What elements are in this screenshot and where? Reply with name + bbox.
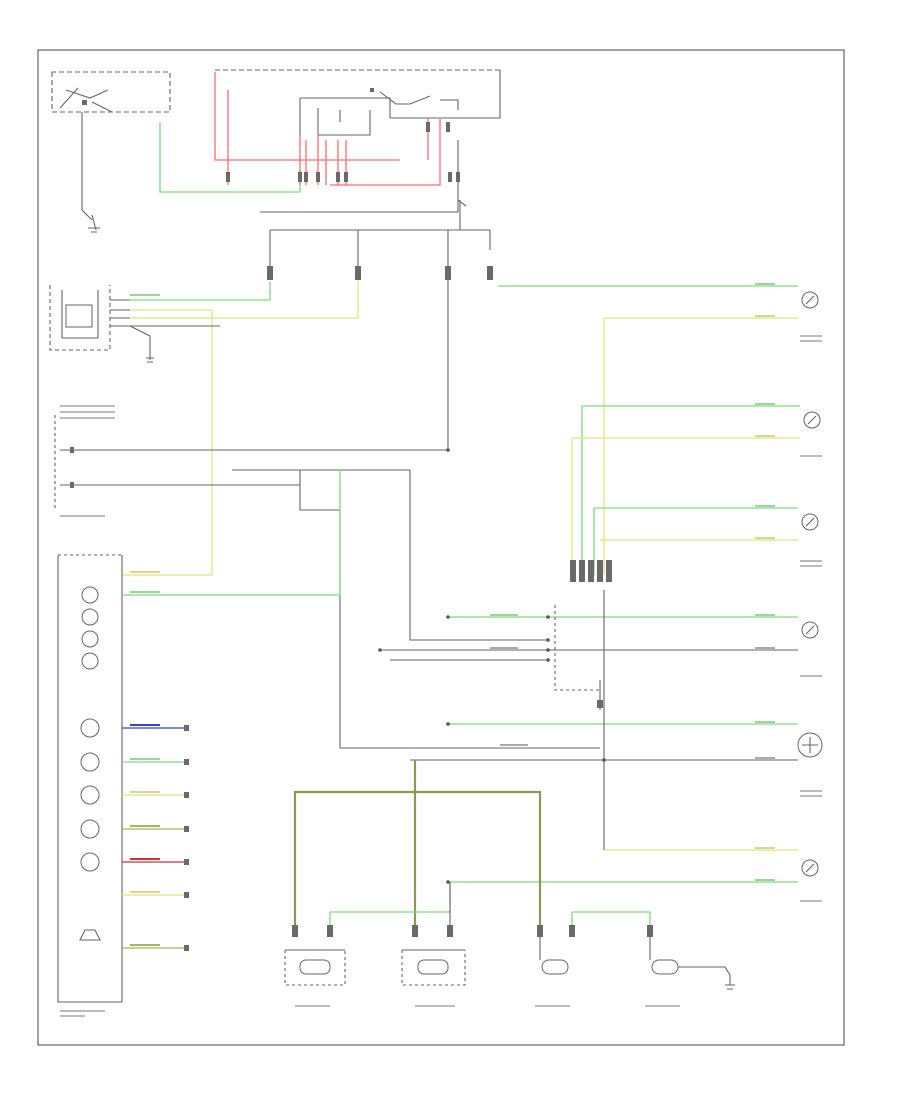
multi-switch [54, 415, 160, 510]
red-power-wires [214, 72, 441, 186]
junction-connector [378, 448, 612, 884]
faint-labels [60, 283, 822, 1017]
ignition-switch [51, 71, 171, 233]
connector-marks [267, 266, 493, 280]
meter-output-leads [122, 725, 189, 951]
top-connectors [226, 122, 460, 182]
bottom-components [284, 925, 735, 990]
right-switches [797, 291, 823, 877]
relay-block [49, 285, 154, 363]
diagram-frame [37, 49, 845, 1046]
combination-meter [57, 554, 123, 1003]
fuse-relay-box [215, 69, 501, 136]
